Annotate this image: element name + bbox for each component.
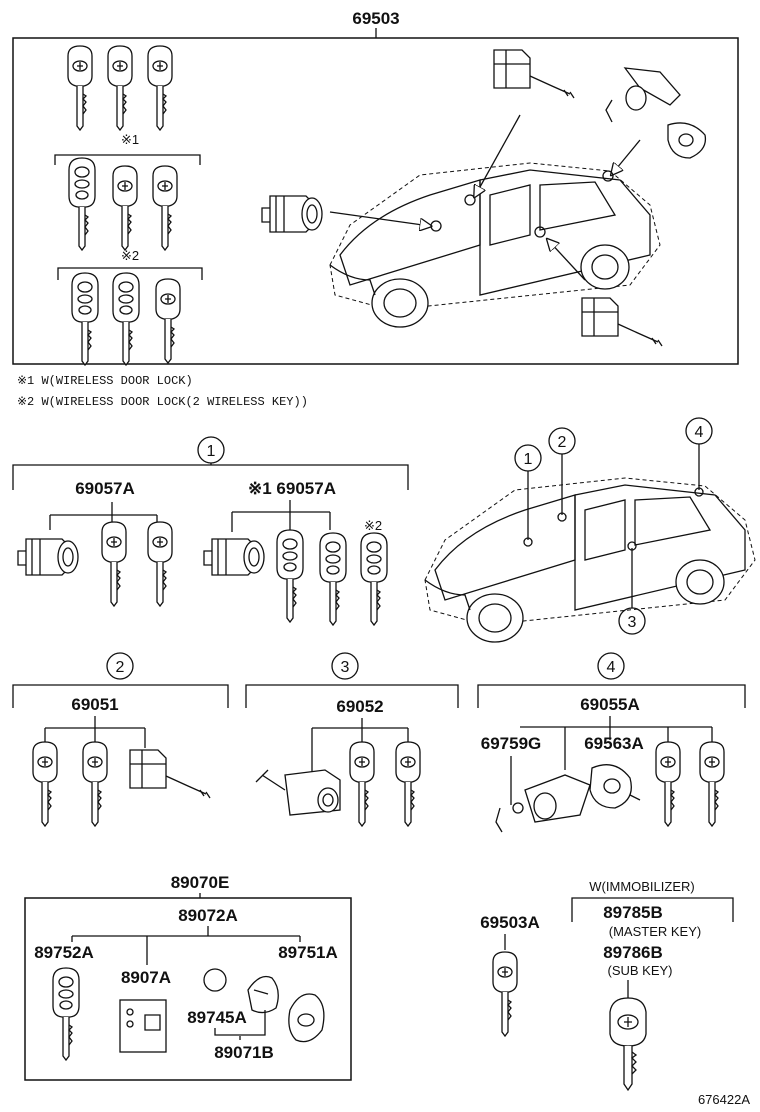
note-2: ※2 W(WIRELESS DOOR LOCK(2 WIRELESS KEY)) <box>17 395 308 409</box>
wireless-key-icon <box>319 532 347 626</box>
part-89072A-label: 89072A <box>178 906 238 925</box>
main-assembly-label: 69503 <box>352 9 399 28</box>
key-icon <box>112 165 138 251</box>
part-89071B-label: 89071B <box>214 1043 274 1062</box>
wireless-key-icon <box>71 272 99 366</box>
key-icon <box>655 741 681 827</box>
part-69503A-label: 69503A <box>480 913 540 932</box>
luggage-lock-icon <box>605 67 707 159</box>
set-1a-label: 69057A <box>75 479 135 498</box>
wireless-key-icon <box>68 157 96 251</box>
key-icon <box>699 741 725 827</box>
immobilizer-note: W(IMMOBILIZER) <box>589 879 694 894</box>
ref-3: 3 <box>341 659 350 676</box>
key-icon <box>492 951 518 1037</box>
wireless-key-icon <box>360 532 388 626</box>
battery-icon <box>203 968 227 992</box>
ref-4: 4 <box>607 659 616 676</box>
key-cover-icon <box>288 993 325 1043</box>
part-89786B-label: 89786B <box>603 943 663 962</box>
ref-3-car: 3 <box>628 614 637 631</box>
transmitter-board-icon <box>119 999 167 1053</box>
wireless-key-icon <box>112 272 140 366</box>
ref-2: 2 <box>116 659 125 676</box>
part-69759G-label: 69759G <box>481 734 542 753</box>
drawing-id: 676422A <box>698 1092 750 1107</box>
transmitter-case-icon <box>247 975 279 1014</box>
note-1: ※1 W(WIRELESS DOOR LOCK) <box>17 374 193 388</box>
set-2-label: 69051 <box>71 695 118 714</box>
set-1b-mark: ※2 <box>364 518 382 533</box>
set-4-label: 69055A <box>580 695 640 714</box>
master-key-note: (MASTER KEY) <box>609 924 701 939</box>
luggage-lock-assembly-icon <box>495 764 641 833</box>
key-icon <box>107 45 133 131</box>
set-3-label: 69052 <box>336 697 383 716</box>
wireless-key-icon <box>276 529 304 623</box>
sub-key-note: (SUB KEY) <box>607 963 672 978</box>
key-icon <box>147 45 173 131</box>
part-69563A-label: 69563A <box>584 734 644 753</box>
door-lock-icon <box>493 49 575 99</box>
ref-4-car: 4 <box>695 424 704 441</box>
set-1b-label: ※1 69057A <box>248 479 336 498</box>
immobilizer-key-icon <box>609 997 647 1092</box>
ref-1: 1 <box>207 443 216 460</box>
part-89070E-label: 89070E <box>171 873 230 892</box>
part-89745A-label: 89745A <box>187 1008 247 1027</box>
part-89785B-label: 89785B <box>603 903 663 922</box>
note-mark-1: ※1 <box>121 132 139 147</box>
main-assembly-box <box>12 37 739 365</box>
key-icon <box>349 741 375 827</box>
door-lock-icon <box>581 297 663 347</box>
note-mark-2: ※2 <box>121 248 139 263</box>
part-89752A-label: 89752A <box>34 943 94 962</box>
ignition-cylinder-icon <box>203 538 265 576</box>
key-icon <box>147 521 173 607</box>
ignition-cylinder-icon <box>261 195 323 233</box>
vehicle-reference-illustration <box>424 477 756 643</box>
key-icon <box>67 45 93 131</box>
key-icon <box>152 165 178 251</box>
ref-2-car: 2 <box>558 434 567 451</box>
ref-1-car: 1 <box>524 451 533 468</box>
key-icon <box>395 741 421 827</box>
door-lock-cylinder-icon <box>255 769 341 816</box>
transmitter-set-box <box>24 897 352 1081</box>
part-8907A-label: 8907A <box>121 968 171 987</box>
key-icon <box>32 741 58 827</box>
wireless-key-icon <box>52 967 80 1061</box>
part-89751A-label: 89751A <box>278 943 338 962</box>
key-icon <box>155 278 181 364</box>
door-lock-icon <box>129 749 211 799</box>
key-icon <box>82 741 108 827</box>
key-icon <box>101 521 127 607</box>
ignition-cylinder-icon <box>17 538 79 576</box>
